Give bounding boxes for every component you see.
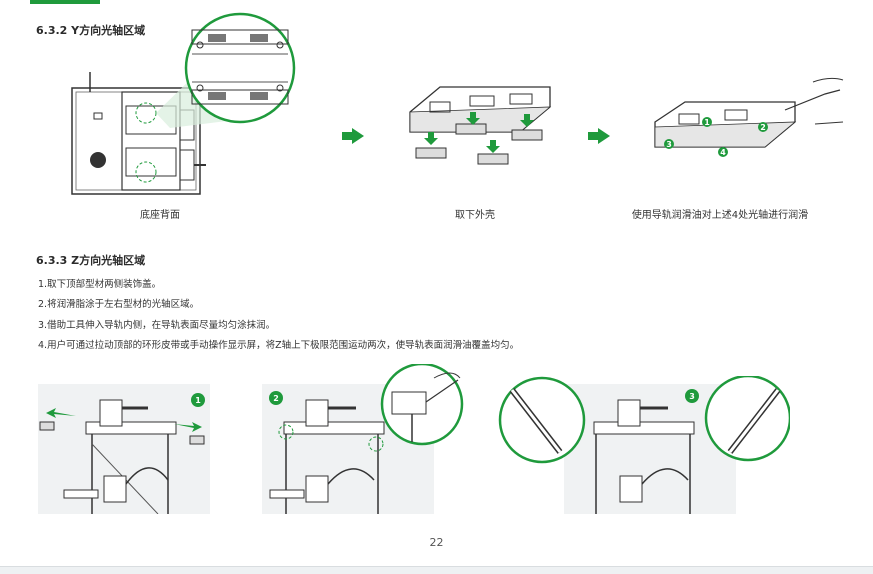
step-3: 3.借助工具伸入导轨内侧，在导轨表面尽量均匀涂抹润。 — [38, 320, 276, 331]
z-step-figure-1: 1 — [38, 384, 210, 514]
z-badge-3: 3 — [689, 392, 695, 401]
section-heading-y: 6.3.2 Y方向光轴区域 — [36, 24, 146, 37]
lube-badge-3: 3 — [666, 140, 672, 149]
bottom-bar — [0, 566, 873, 574]
caption-remove-housing: 取下外壳 — [455, 210, 495, 221]
caption-lubricate: 使用导轨润滑油对上述4处光轴进行润滑 — [631, 210, 809, 221]
z-badge-1: 1 — [195, 396, 201, 405]
z-step-figure-2: 2 — [262, 364, 464, 514]
section-heading-z: 6.3.3 Z方向光轴区域 — [36, 254, 146, 267]
page-number: 22 — [429, 536, 444, 549]
arrow-right-icon — [342, 128, 364, 144]
z-step-figure-3: 3 — [498, 376, 790, 514]
step-1: 1.取下顶部型材两侧装饰盖。 — [38, 279, 162, 290]
lubricate-figure: 1 2 3 4 — [654, 77, 844, 157]
z-badge-2: 2 — [273, 394, 279, 403]
caption-base-bottom: 底座背面 — [140, 210, 180, 221]
step-4: 4.用户可通过拉动顶部的环形皮带或手动操作显示屏，将Z轴上下极限范围运动两次，使… — [38, 340, 520, 351]
lube-badge-1: 1 — [704, 118, 710, 127]
base-bottom-figure — [71, 12, 296, 195]
lube-badge-2: 2 — [760, 123, 766, 132]
step-2: 2.将润滑脂涂于左右型材的光轴区域。 — [38, 299, 200, 310]
arrow-right-icon — [588, 128, 610, 144]
header-tab — [30, 0, 100, 4]
remove-housing-figure — [409, 86, 552, 165]
lube-badge-4: 4 — [720, 148, 726, 157]
